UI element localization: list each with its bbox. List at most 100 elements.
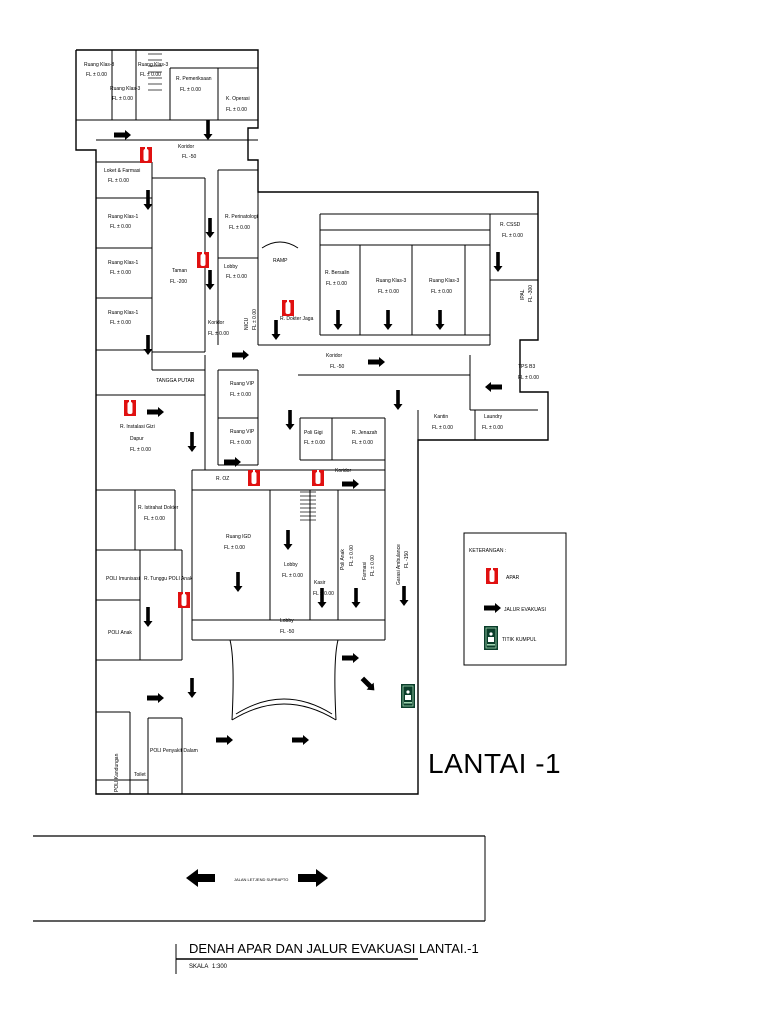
room-label: Ruang Klas-3	[429, 278, 460, 284]
room-level: FL ± 0.00	[518, 375, 539, 381]
evacuation-arrow-icon	[399, 586, 409, 606]
legend-label: TITIK KUMPUL	[502, 637, 537, 643]
room-label: Laundry	[484, 414, 503, 420]
room-level: FL ± 0.00	[502, 233, 523, 239]
room-level: FL -150	[404, 551, 410, 568]
assembly-point-icon	[400, 683, 416, 709]
room-label: RAMP	[273, 258, 288, 264]
room-level: FL ± 0.00	[252, 309, 258, 330]
scale-label: SKALA	[189, 964, 209, 970]
legend-label: JALUR EVAKUASI	[504, 607, 546, 613]
evacuation-arrow-icon	[271, 320, 281, 340]
room-level: FL ± 0.00	[224, 545, 245, 551]
room-level: FL ± 0.00	[326, 281, 347, 287]
room-level: FL -50	[330, 364, 344, 370]
fire-extinguisher-icon	[197, 252, 209, 268]
scale-value: 1:300	[212, 964, 228, 970]
room-label: POLI Penyakit Dalam	[150, 748, 198, 754]
room-level: FL ± 0.00	[140, 72, 161, 78]
room-label: Ruang Klas-3	[110, 86, 141, 92]
room-label: R. Perinatologi	[225, 214, 258, 220]
room-label: Lobby	[224, 264, 238, 270]
room-label: POLI Anak	[108, 630, 132, 636]
room-level: FL ± 0.00	[226, 107, 247, 113]
evacuation-arrow-icon	[205, 218, 215, 238]
room-label: Koridor	[335, 468, 351, 474]
entrance-canopy	[229, 241, 339, 721]
room-level: FL ± 0.00	[144, 516, 165, 522]
room-label: TANGGA PUTAR	[156, 378, 195, 384]
building-outline	[75, 49, 549, 795]
room-label: Ruang VIP	[230, 429, 255, 435]
evacuation-arrow-icon	[203, 120, 213, 140]
evacuation-arrow-icon	[187, 432, 197, 452]
room-label: Koridor	[326, 353, 342, 359]
room-level: FL -300	[528, 285, 534, 302]
room-level: FL ± 0.00	[432, 425, 453, 431]
room-label: POLI Kandungan	[114, 753, 120, 792]
room-label: R. CSSD	[500, 222, 521, 228]
evacuation-arrow-icon	[342, 653, 359, 663]
room-label: Ruang Klas-3	[376, 278, 407, 284]
room-level: FL ± 0.00	[282, 573, 303, 579]
apar-markers	[124, 147, 324, 608]
evacuation-arrow-icon	[351, 588, 361, 608]
room-label: Poli Gigi	[304, 430, 323, 436]
drawing-title: DENAH APAR DAN JALUR EVAKUASI LANTAI.-1	[189, 941, 479, 956]
room-level: FL ± 0.00	[230, 392, 251, 398]
room-level: FL ± 0.00	[130, 447, 151, 453]
evacuation-arrow-icon	[143, 190, 153, 210]
evacuation-arrow-icon	[358, 674, 378, 694]
room-level: FL ± 0.00	[378, 289, 399, 295]
room-label: R. Jenazah	[352, 430, 378, 436]
room-level: FL ± 0.00	[229, 225, 250, 231]
room-label: Ruang Klas-1	[108, 214, 139, 220]
room-level: FL -200	[170, 279, 187, 285]
evacuation-arrow-icon	[216, 735, 233, 745]
evacuation-arrow-icon	[143, 607, 153, 627]
assembly-point-icon	[483, 625, 499, 651]
room-label: TPS B3	[518, 364, 535, 370]
room-level: FL ± 0.00	[349, 545, 355, 566]
street: JALAN LETJEND SUPRAPTO	[33, 835, 486, 922]
room-level: FL ± 0.00	[110, 224, 131, 230]
room-label: Ruang Klas-1	[108, 260, 139, 266]
room-label: R. Tunggu POLI Anak	[144, 576, 193, 582]
room-label: Dapur	[130, 436, 144, 442]
evacuation-arrow-icon	[333, 310, 343, 330]
room-label: Koridor	[208, 320, 224, 326]
room-level: FL ± 0.00	[226, 274, 247, 280]
evacuation-arrow-icon	[114, 130, 131, 140]
room-label: IPAL	[520, 289, 526, 300]
room-label: Ruang IGD	[226, 534, 251, 540]
room-level: FL ± 0.00	[370, 555, 376, 576]
room-label: R. Pemeriksaan	[176, 76, 212, 82]
evacuation-arrow-icon	[233, 572, 243, 592]
room-label: Farmasi	[362, 562, 368, 580]
evacuation-arrow-icon	[368, 357, 385, 367]
evacuation-arrow-icon	[393, 390, 403, 410]
evacuation-arrow-icon	[285, 410, 295, 430]
room-label: K. Operasi	[226, 96, 250, 102]
room-label: R. Bersalin	[325, 270, 350, 276]
fire-extinguisher-icon	[178, 592, 190, 608]
room-level: FL ± 0.00	[86, 72, 107, 78]
room-level: FL ± 0.00	[108, 178, 129, 184]
legend-label: APAR	[506, 575, 520, 581]
evacuation-arrow-icon	[147, 407, 164, 417]
fire-extinguisher-icon	[124, 400, 136, 416]
room-level: FL -50	[182, 154, 196, 160]
street-arrow-left-icon	[186, 869, 215, 887]
room-label: R. Instalasi Gizi	[120, 424, 155, 430]
interior-walls	[76, 50, 538, 794]
room-label: Ruang Klas-3	[84, 62, 115, 68]
room-level: FL ± 0.00	[110, 320, 131, 326]
room-label: Koridor	[178, 144, 194, 150]
room-label: Poli Anak	[340, 549, 346, 570]
room-label: Ruang Klas-3	[138, 62, 169, 68]
evacuation-arrow-icon	[342, 479, 359, 489]
room-label: Lobby	[284, 562, 298, 568]
room-level: FL ± 0.00	[304, 440, 325, 446]
evacuation-arrow-icon	[187, 678, 197, 698]
